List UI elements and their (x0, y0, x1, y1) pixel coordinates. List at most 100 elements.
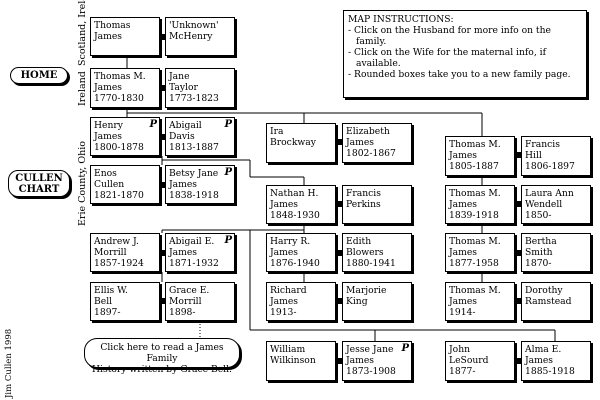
life-dates: 1773-1823 (169, 93, 219, 104)
person-enos-cullen[interactable]: Enos Cullen 1821-1870 (90, 165, 160, 204)
cullen-chart-button[interactable]: CULLEN CHART (8, 170, 70, 197)
person-laura-wendell[interactable]: Laura Ann Wendell 1850- (521, 185, 591, 224)
person-thomas-m-james-1877[interactable]: Thomas M. James 1877-1958 (445, 233, 515, 272)
first-name: Henry (94, 120, 123, 131)
person-edith-blowers[interactable]: Edith Blowers 1880-1941 (342, 233, 412, 272)
life-dates: 1839-1918 (449, 210, 499, 221)
first-name: Ellis W. (94, 285, 128, 296)
life-dates: 1913- (270, 307, 297, 318)
last-name: Smith (525, 247, 553, 258)
person-alma-james[interactable]: Alma E. James 1885-1918 (521, 341, 591, 381)
last-name: Wendell (525, 199, 563, 210)
first-name: Bertha (525, 236, 557, 247)
first-name: Edith (346, 236, 372, 247)
person-abigail-davis[interactable]: Abigail Davis 1813-1887 P (165, 117, 235, 156)
location-label-ireland: Ireland (77, 71, 88, 106)
last-name: Morrill (94, 247, 127, 258)
first-name: Jane (169, 71, 190, 82)
life-dates: 1880-1941 (346, 258, 396, 269)
person-jesse-jane-james[interactable]: Jesse Jane James 1873-1908 P (342, 341, 412, 381)
person-henry-james[interactable]: Henry James 1800-1878 P (90, 117, 160, 156)
first-name: Elizabeth (346, 126, 390, 137)
first-name: Betsy Jane (169, 168, 219, 179)
instructions-line: - Click on the Wife for the maternal inf… (348, 47, 547, 58)
last-name: Bell (94, 296, 113, 307)
life-dates: 1871-1932 (169, 258, 219, 269)
person-nathan-james[interactable]: Nathan H. James 1848-1930 (266, 185, 336, 224)
person-marjorie-king[interactable]: Marjorie King (342, 282, 412, 321)
life-dates: 1821-1870 (94, 190, 144, 201)
first-name: Thomas M. (449, 236, 501, 247)
person-dorothy-ramstead[interactable]: Dorothy Ramstead (521, 282, 591, 321)
home-button[interactable]: HOME (10, 67, 68, 84)
first-name: Thomas M. (449, 188, 501, 199)
picture-icon[interactable]: P (224, 235, 232, 246)
picture-icon[interactable]: P (224, 119, 232, 130)
first-name: Jesse Jane (346, 344, 394, 355)
last-name: James (449, 296, 478, 307)
picture-icon[interactable]: P (224, 167, 232, 178)
last-name: McHenry (169, 31, 213, 42)
person-ellis-bell[interactable]: Ellis W. Bell 1897- (90, 282, 160, 321)
last-name: Wilkinson (270, 355, 316, 366)
person-jane-taylor[interactable]: Jane Taylor 1773-1823 (165, 68, 235, 108)
person-thomas-m-james-1914[interactable]: Thomas M. James 1914- (445, 282, 515, 321)
credit-label: Jim Cullen 1998 (4, 328, 14, 398)
person-william-wilkinson[interactable]: William Wilkinson (266, 341, 336, 381)
life-dates: 1848-1930 (270, 210, 320, 221)
last-name: LeSourd (449, 355, 489, 366)
last-name: Morrill (169, 296, 202, 307)
home-button-label: HOME (20, 70, 58, 81)
life-dates: 1857-1924 (94, 258, 144, 269)
life-dates: 1770-1830 (94, 93, 144, 104)
james-family-history-link[interactable]: Click here to read a James Family Histor… (84, 338, 240, 375)
life-dates: 1877-1958 (449, 258, 499, 269)
last-name: James (449, 247, 478, 258)
cullen-chart-label-2: CHART (18, 184, 60, 195)
life-dates: 1870- (525, 258, 552, 269)
first-name: John (449, 344, 471, 355)
first-name: Thomas (94, 20, 131, 31)
person-thomas-m-james-1839[interactable]: Thomas M. James 1839-1918 (445, 185, 515, 224)
last-name: Cullen (94, 179, 125, 190)
person-betsy-jane-james[interactable]: Betsy Jane James 1838-1918 P (165, 165, 235, 204)
person-francis-perkins[interactable]: Francis Perkins (342, 185, 412, 224)
life-dates: 1850- (525, 210, 552, 221)
person-thomas-m-james-1770[interactable]: Thomas M. James 1770-1830 (90, 68, 160, 108)
picture-icon[interactable]: P (401, 343, 409, 354)
person-francis-hill[interactable]: Francis Hill 1806-1897 (521, 136, 591, 176)
person-abigail-e-james[interactable]: Abigail E. James 1871-1932 P (165, 233, 235, 272)
first-name: Alma E. (525, 344, 562, 355)
story-link-line-1: Click here to read a James Family (100, 342, 224, 364)
person-unknown-mchenry[interactable]: 'Unknown' McHenry (165, 17, 235, 56)
person-elizabeth-james[interactable]: Elizabeth James 1802-1867 (342, 123, 412, 163)
life-dates: 1802-1867 (346, 148, 396, 159)
person-harry-james[interactable]: Harry R. James 1876-1940 (266, 233, 336, 272)
last-name: Taylor (169, 82, 198, 93)
person-ira-brockway[interactable]: Ira Brockway (266, 123, 336, 163)
first-name: Thomas M. (449, 285, 501, 296)
picture-icon[interactable]: P (149, 119, 157, 130)
person-bertha-smith[interactable]: Bertha Smith 1870- (521, 233, 591, 272)
story-link-line-2: History written by Grace Bell. (92, 364, 232, 375)
person-thomas-james[interactable]: Thomas James (90, 17, 160, 56)
person-thomas-m-james-1805[interactable]: Thomas M. James 1805-1887 (445, 136, 515, 176)
person-richard-james[interactable]: Richard James 1913- (266, 282, 336, 321)
person-john-lesourd[interactable]: John LeSourd 1877- (445, 341, 515, 381)
first-name: Enos (94, 168, 117, 179)
first-name: Grace E. (169, 285, 210, 296)
last-name: James (94, 31, 123, 42)
last-name: Hill (525, 150, 542, 161)
person-andrew-morrill[interactable]: Andrew J. Morrill 1857-1924 (90, 233, 160, 272)
last-name: James (449, 199, 478, 210)
life-dates: 1877- (449, 366, 476, 377)
location-label-scotland: Scotland, Ireland (77, 0, 88, 66)
first-name: 'Unknown' (169, 20, 219, 31)
first-name: Laura Ann (525, 188, 574, 199)
last-name: Perkins (346, 199, 381, 210)
location-label-erie: Erie County, Ohio (77, 140, 88, 226)
life-dates: 1800-1878 (94, 142, 144, 153)
person-grace-morrill[interactable]: Grace E. Morrill 1898- (165, 282, 235, 321)
last-name: James (346, 137, 375, 148)
first-name: Thomas M. (94, 71, 146, 82)
